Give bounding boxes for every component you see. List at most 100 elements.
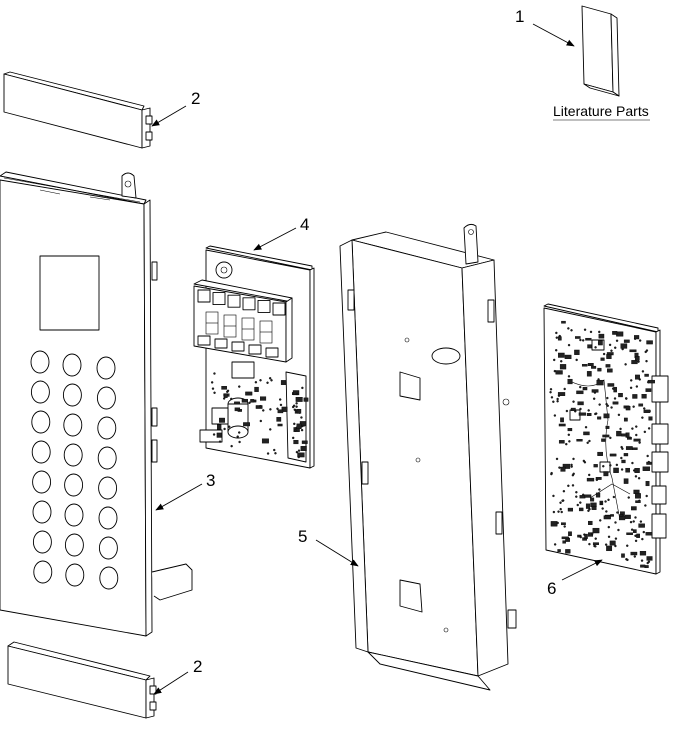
smd-component (602, 434, 610, 438)
via (620, 445, 623, 449)
display-cell (197, 289, 211, 303)
via (291, 405, 295, 409)
via (635, 385, 639, 388)
display-control-board[interactable] (193, 245, 315, 469)
keypad-button[interactable] (98, 476, 118, 500)
via (570, 329, 573, 332)
end-cap-bottom[interactable] (7, 641, 157, 719)
via (556, 397, 559, 401)
smd-component (592, 542, 599, 546)
keypad-button[interactable] (97, 416, 117, 440)
via (563, 525, 566, 528)
via (628, 436, 632, 439)
via (629, 520, 633, 524)
via (223, 427, 226, 431)
leader-5 (315, 539, 359, 567)
via (613, 397, 617, 400)
display-cell (242, 297, 256, 311)
smd-component (561, 320, 566, 324)
via (614, 346, 617, 349)
via (634, 516, 637, 519)
smd-component (575, 336, 581, 339)
smd-component (621, 553, 625, 558)
keypad-button[interactable] (62, 383, 82, 407)
keypad-button[interactable] (65, 563, 85, 587)
smd-component (584, 494, 592, 498)
keypad-button[interactable] (98, 506, 118, 530)
via (581, 339, 585, 342)
board-components (210, 372, 309, 459)
via (615, 463, 619, 467)
smd-component (223, 393, 228, 398)
keypad-button[interactable] (32, 500, 52, 524)
smd-component (631, 360, 638, 365)
via (624, 397, 628, 400)
keypad-button[interactable] (30, 350, 50, 374)
via (561, 499, 564, 502)
smd-component (597, 367, 602, 372)
via (292, 436, 295, 440)
via (638, 441, 641, 444)
via (582, 493, 585, 496)
board-components-6 (549, 320, 655, 569)
via (254, 381, 258, 384)
keypad-button[interactable] (64, 533, 84, 557)
via (632, 405, 635, 408)
via (266, 381, 269, 384)
via (645, 359, 648, 363)
keypad-button[interactable] (96, 356, 116, 380)
keypad-button[interactable] (62, 353, 82, 377)
keypad-button[interactable] (32, 470, 52, 494)
keypad-button[interactable] (32, 530, 52, 554)
smd-component (559, 364, 567, 370)
via (642, 530, 645, 534)
keypad-button[interactable] (99, 566, 119, 590)
via (609, 464, 612, 467)
via (607, 535, 611, 539)
keypad-button[interactable] (31, 410, 51, 434)
literature-booklet[interactable] (581, 5, 620, 97)
via (213, 372, 216, 375)
keypad-button[interactable] (31, 440, 51, 464)
keypad-button[interactable] (63, 413, 83, 437)
via (259, 404, 262, 408)
via (647, 560, 651, 563)
smd-component (635, 374, 640, 380)
via (297, 449, 301, 452)
smd-component (623, 453, 629, 457)
via (630, 379, 633, 382)
via (575, 358, 578, 362)
via (641, 537, 644, 541)
via (218, 440, 222, 443)
display-cell (227, 294, 241, 308)
smd-component (260, 396, 267, 401)
via (606, 404, 609, 407)
mounting-bracket[interactable] (339, 223, 517, 691)
via (560, 510, 563, 514)
keypad-button[interactable] (63, 443, 83, 467)
keypad-button[interactable] (98, 536, 118, 560)
smd-component (293, 440, 299, 445)
keypad-buttons[interactable] (30, 350, 119, 590)
smd-component (597, 416, 602, 420)
smd-component (585, 337, 592, 341)
keypad-button[interactable] (97, 446, 117, 470)
via (259, 419, 263, 423)
keypad-button[interactable] (30, 380, 50, 404)
control-panel[interactable] (0, 171, 193, 637)
end-cap-top[interactable] (3, 71, 153, 149)
smd-component (261, 438, 269, 444)
via (594, 537, 597, 540)
keypad-button[interactable] (64, 473, 84, 497)
via (588, 542, 591, 546)
smd-component (301, 440, 308, 444)
keypad-button[interactable] (33, 560, 53, 584)
keypad-button[interactable] (64, 503, 84, 527)
via (572, 457, 575, 461)
via (568, 440, 571, 443)
via (599, 519, 602, 522)
smd-component (623, 417, 628, 422)
keypad-button[interactable] (96, 386, 116, 410)
power-relay-board[interactable] (543, 303, 669, 575)
via (645, 349, 649, 352)
